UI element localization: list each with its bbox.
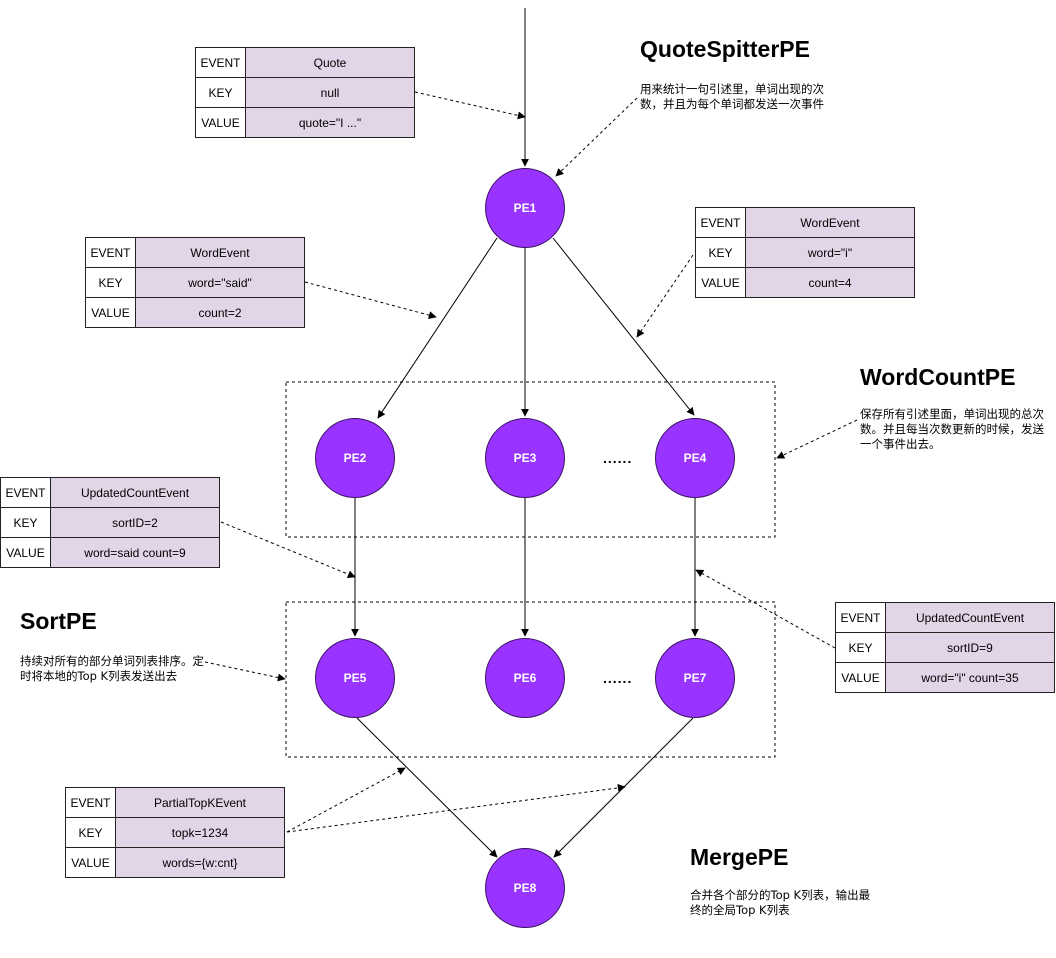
field-value: sortID=2 (50, 507, 220, 538)
field-value: null (245, 77, 415, 108)
field-value: words={w:cnt} (115, 847, 285, 878)
field-value: WordEvent (745, 207, 915, 238)
sort-group-box (285, 601, 776, 758)
field-label: EVENT (695, 207, 746, 238)
edge-pe1-pe2 (377, 237, 498, 419)
node-pe2: PE2 (315, 418, 395, 498)
title-sort: SortPE (20, 608, 97, 634)
node-pe1: PE1 (485, 168, 565, 248)
desc-quotespitter: 用来统计一句引述里，单词出现的次数，并且为每个单词都发送一次事件 (640, 82, 824, 111)
field-value: word=said count=9 (50, 537, 220, 568)
field-label: EVENT (65, 787, 116, 818)
field-value: topk=1234 (115, 817, 285, 848)
field-value: UpdatedCountEvent (885, 602, 1055, 633)
field-label: VALUE (195, 107, 246, 138)
desc-sort: 持续对所有的部分单词列表排序。定时将本地的Top K列表发送出去 (20, 654, 204, 683)
annot-partial-to-pe7-edge (286, 783, 626, 833)
annot-sort-desc-to-box (204, 661, 286, 682)
annot-quote-to-edge (414, 91, 526, 120)
field-value: count=4 (745, 267, 915, 298)
node-pe3: PE3 (485, 418, 565, 498)
field-value: sortID=9 (885, 632, 1055, 663)
field-value: quote="I ..." (245, 107, 415, 138)
field-value: WordEvent (135, 237, 305, 268)
field-label: KEY (835, 632, 886, 663)
annot-word-said-to-edge (304, 281, 437, 320)
annot-wordcount-desc-to-box (776, 419, 858, 459)
desc-merge: 合并各个部分的Top K列表，输出最终的全局Top K列表 (690, 888, 871, 917)
field-label: VALUE (85, 297, 136, 328)
field-value: word="i" count=35 (885, 662, 1055, 693)
field-label: VALUE (695, 267, 746, 298)
edge-pe5-pe8 (356, 717, 498, 858)
desc-wordcount: 保存所有引述里面，单词出现的总次数。并且每当次数更新的时候，发送一个事件出去。 (860, 407, 1044, 451)
title-quotespitter: QuoteSpitterPE (640, 36, 810, 62)
field-label: EVENT (835, 602, 886, 633)
edge-pe1-pe4 (552, 237, 695, 416)
field-label: KEY (65, 817, 116, 848)
field-label: KEY (195, 77, 246, 108)
field-label: VALUE (0, 537, 51, 568)
annot-quotespitter-desc-to-pe1 (555, 97, 638, 177)
annot-partial-to-pe5-edge (286, 767, 406, 833)
field-label: EVENT (195, 47, 246, 78)
annot-updated-said-to-edge (220, 521, 356, 578)
node-pe6: PE6 (485, 638, 565, 718)
field-value: PartialTopKEvent (115, 787, 285, 818)
field-label: EVENT (0, 477, 51, 508)
title-merge: MergePE (690, 844, 789, 870)
title-wordcount: WordCountPE (860, 364, 1016, 390)
field-label: EVENT (85, 237, 136, 268)
node-pe5: PE5 (315, 638, 395, 718)
field-label: KEY (695, 237, 746, 268)
field-value: word="said" (135, 267, 305, 298)
edge-pe7-pe8 (553, 717, 694, 858)
node-pe4: PE4 (655, 418, 735, 498)
field-value: count=2 (135, 297, 305, 328)
node-pe7: PE7 (655, 638, 735, 718)
ellipsis-sort: ...... (603, 670, 633, 686)
wordcount-group-box (285, 381, 776, 538)
node-pe8: PE8 (485, 848, 565, 928)
field-value: UpdatedCountEvent (50, 477, 220, 508)
field-value: Quote (245, 47, 415, 78)
annot-updated-i-to-edge (695, 569, 836, 649)
field-label: VALUE (835, 662, 886, 693)
field-label: KEY (85, 267, 136, 298)
field-label: KEY (0, 507, 51, 538)
ellipsis-wordcount: ...... (603, 450, 633, 466)
field-label: VALUE (65, 847, 116, 878)
annot-word-i-to-edge (636, 254, 694, 338)
field-value: word="i" (745, 237, 915, 268)
